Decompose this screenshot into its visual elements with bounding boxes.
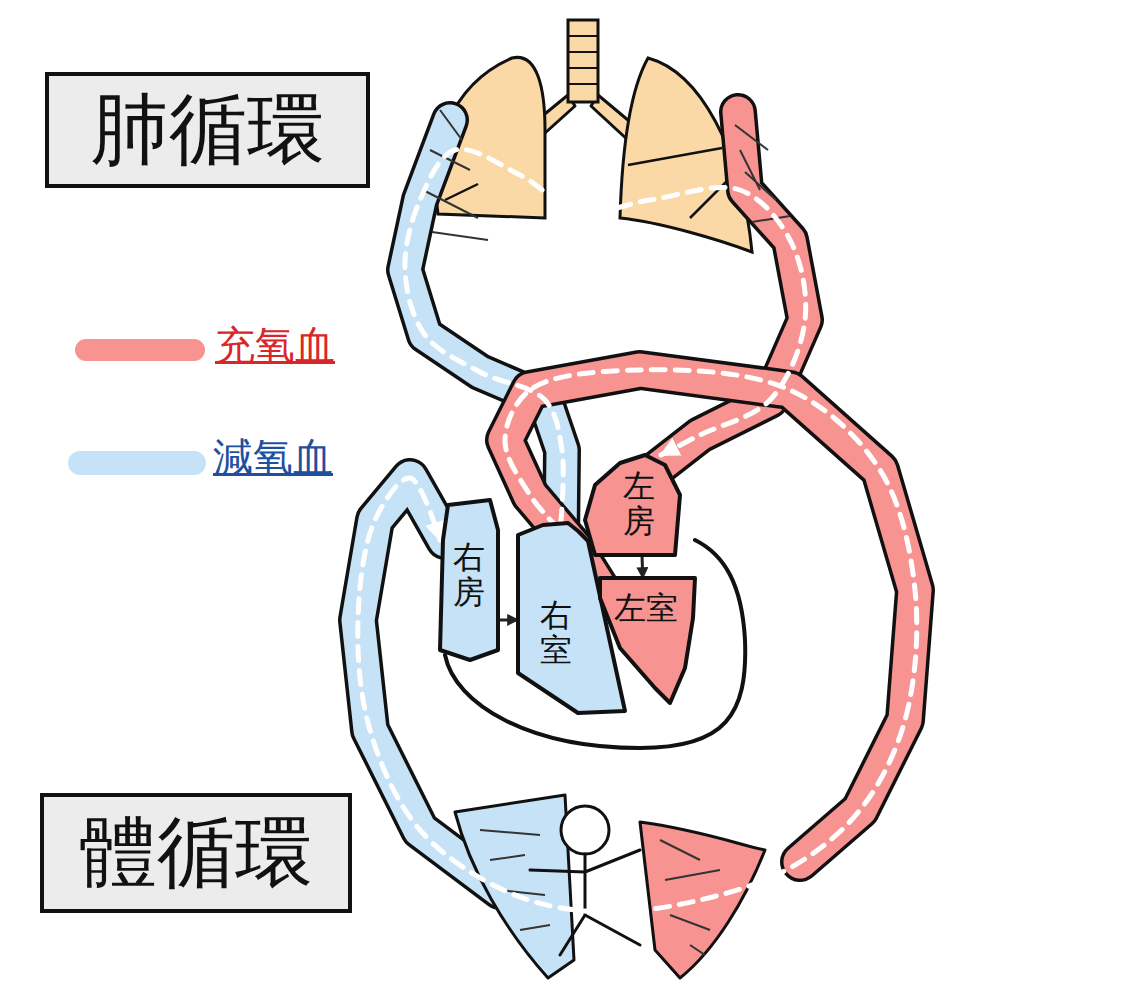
trachea-rings <box>568 36 598 84</box>
lung-fissure <box>445 184 478 200</box>
body-capillaries-venous <box>455 795 574 978</box>
legend-swatch <box>75 339 205 361</box>
pulmonary-flow <box>405 149 806 523</box>
section-heading: 體循環 <box>79 808 313 898</box>
chamber-label: 右室 <box>540 598 572 668</box>
capillary-hatch <box>480 830 550 930</box>
left-ventricle: 左室 <box>600 578 695 703</box>
chamber-shape <box>585 455 680 555</box>
section-heading-box: 肺循環 <box>45 72 370 188</box>
vessel-outline <box>505 370 915 862</box>
chamber-shape <box>600 578 695 703</box>
flow-arrow <box>498 618 518 621</box>
chamber-label: 右房 <box>453 540 485 610</box>
systemic-flow <box>358 370 917 912</box>
vessel-outline <box>655 112 805 470</box>
legend-label: 充氧血 <box>215 322 335 368</box>
legend-swatch <box>68 451 206 475</box>
chamber-label: 左室 <box>614 590 678 627</box>
lung-fissure <box>628 148 738 218</box>
chamber-shape <box>440 500 498 660</box>
flow-arrow <box>641 555 645 578</box>
section-heading: 肺循環 <box>91 85 325 175</box>
figure-head <box>561 806 609 854</box>
legend-label: 減氧血 <box>213 434 333 480</box>
section-heading-box: 體循環 <box>40 793 352 913</box>
aorta <box>505 370 915 862</box>
trachea <box>568 20 598 102</box>
chamber-label: 左房 <box>623 469 655 539</box>
right-atrium: 右房 <box>440 500 498 660</box>
pulmonary-vein <box>655 112 805 470</box>
lung-capillaries <box>735 125 790 222</box>
left-atrium: 左房 <box>585 455 680 555</box>
